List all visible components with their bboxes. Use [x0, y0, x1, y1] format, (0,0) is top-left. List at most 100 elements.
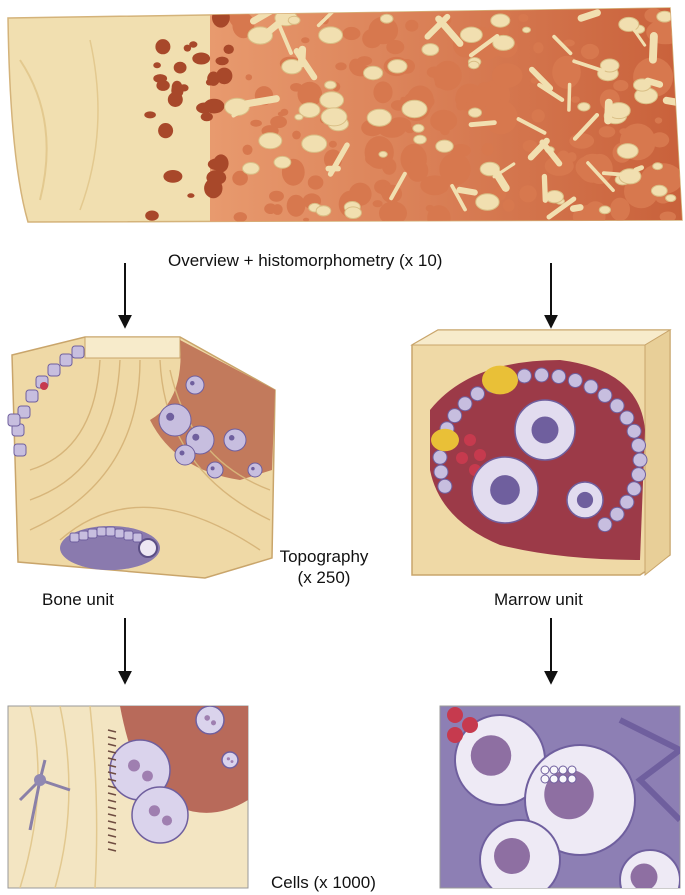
bone-strut: [242, 162, 260, 175]
osteoclast-detail-cells: [107, 706, 239, 852]
marrow-space: [372, 200, 383, 208]
marrow-precursor: [597, 387, 613, 403]
trabecular-bone-block: [7, 7, 683, 223]
red-cell: [474, 449, 486, 461]
marrow-unit-label: Marrow unit: [494, 590, 583, 609]
marrow-precursor: [632, 452, 648, 468]
bone-strut: [379, 13, 394, 24]
marrow-space: [659, 211, 676, 222]
bone-trabecula: [450, 183, 467, 212]
stromal-process: [618, 717, 680, 823]
marrow-precursor: [631, 467, 646, 483]
marrow-precursor: [432, 449, 448, 465]
marrow-space: [153, 62, 161, 69]
bone-trabecula: [648, 32, 658, 64]
red-cell: [462, 717, 478, 733]
bone-strut: [387, 59, 408, 74]
marrow-space: [156, 80, 170, 91]
osteoclast: [131, 786, 189, 844]
red-cell: [464, 434, 476, 446]
bone-unit-block: [7, 336, 276, 579]
osteoclast: [247, 462, 263, 478]
bone-trabecula: [468, 33, 500, 58]
marrow-precursor: [597, 517, 613, 533]
osteoblast: [13, 443, 27, 457]
ruffled-border: [107, 820, 117, 824]
marrow-space: [491, 63, 523, 88]
marrow-precursor: [470, 386, 485, 402]
bone-strut: [320, 107, 348, 127]
marrow-space: [439, 152, 471, 186]
marrow-space: [245, 74, 253, 81]
marrow-precursor: [583, 379, 599, 395]
marrow-space: [585, 201, 606, 220]
bone-strut: [435, 139, 454, 153]
bone-trabecula: [630, 26, 647, 47]
bone-trabecula: [601, 171, 632, 178]
topography-label-line1: Topography: [279, 547, 369, 566]
marrow-space: [277, 111, 285, 117]
fat-cell: [431, 428, 459, 452]
platelet: [540, 774, 550, 784]
marrow-space: [264, 203, 277, 214]
marrow-precursor: [631, 437, 646, 453]
marrow-space: [552, 55, 581, 89]
nucleus: [142, 770, 153, 782]
marrow-space: [348, 182, 372, 206]
canal-cell: [87, 528, 98, 539]
topography-label: Topography (x 250): [276, 546, 372, 588]
marrow-precursor: [551, 369, 567, 384]
large-cell-nucleus: [531, 416, 559, 444]
bone-trabecula: [604, 98, 613, 125]
marrow-space: [171, 80, 183, 94]
marrow-space: [158, 123, 174, 139]
marrow-space: [502, 199, 515, 212]
bone-trabecula: [424, 13, 451, 40]
marrow-space: [569, 133, 595, 149]
bone-trabecula: [456, 186, 478, 196]
ruffled-border: [107, 827, 117, 831]
bone-strut: [363, 65, 384, 81]
large-cell-nucleus: [630, 863, 658, 888]
bone-strut: [598, 205, 612, 215]
bone-strut: [294, 113, 304, 121]
marrow-cell-detail: [439, 705, 681, 889]
marrow-space: [269, 190, 284, 202]
bone-trabecula: [572, 112, 600, 141]
bone-trabecula: [633, 165, 644, 173]
ruffled-border: [107, 729, 117, 733]
bone-trabecula: [293, 48, 318, 81]
marrow-space: [196, 102, 214, 114]
overview-label: Overview + histomorphometry (x 10): [168, 251, 443, 270]
red-cell: [456, 452, 468, 464]
marrow-space: [192, 52, 211, 65]
marrow-space: [270, 115, 287, 129]
nucleus: [179, 450, 185, 456]
large-cell-nucleus: [494, 838, 530, 874]
marrow-space: [563, 39, 575, 47]
bone-strut: [412, 123, 425, 133]
marrow-space: [531, 109, 545, 123]
marrow-cells: [431, 365, 648, 533]
osteoblast: [59, 353, 73, 367]
osteoclast: [185, 425, 215, 455]
nucleus: [251, 466, 255, 471]
marrow-space: [173, 61, 187, 74]
nucleus: [204, 715, 210, 721]
bone-trabecula: [516, 117, 547, 135]
bone-trabecula: [569, 204, 584, 212]
marrow-space: [456, 100, 465, 111]
bone-strut: [258, 132, 283, 150]
marrow-space: [187, 193, 195, 198]
marrow-precursor: [447, 408, 463, 424]
marrow-space: [533, 42, 544, 54]
marrow-space: [407, 159, 429, 182]
marrow-space: [216, 67, 233, 85]
osteoclast: [221, 751, 239, 769]
canal-cell: [96, 526, 107, 537]
marrow-space: [518, 14, 529, 22]
marrow-detail-cells: [447, 707, 680, 888]
fat-cell: [482, 365, 518, 395]
canal-cell: [78, 530, 89, 541]
bone-trabecula: [231, 108, 244, 118]
